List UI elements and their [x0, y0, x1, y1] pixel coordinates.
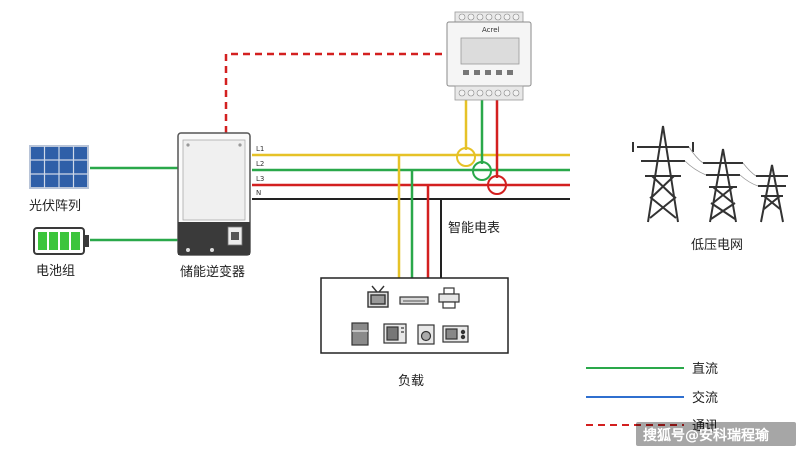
transmission-tower-icon: [632, 125, 788, 223]
bus-l3-label: L3: [256, 175, 264, 183]
legend-ac-label: 交流: [692, 390, 718, 406]
pv-label: 光伏阵列: [29, 199, 81, 214]
legend-dc-label: 直流: [692, 362, 718, 377]
meter-display: [460, 37, 520, 65]
microwave-icon: [383, 323, 407, 344]
smart-meter: Acrel: [446, 11, 532, 101]
oven-icon: [442, 325, 469, 343]
legend-comm-label: 通讯: [692, 419, 718, 434]
bus-n-label: N: [256, 189, 261, 197]
fridge-icon: [351, 322, 369, 346]
load-box: [320, 277, 509, 354]
meter-label: 智能电表: [448, 221, 500, 236]
pv-panel-icon: [29, 145, 89, 189]
ct-ring-l2: [472, 161, 492, 181]
watermark-bg: [636, 422, 796, 446]
tv-icon: [367, 285, 389, 308]
bus-l2-label: L2: [256, 160, 264, 168]
load-label: 负载: [398, 374, 424, 389]
watermark: 搜狐号@安科瑞程瑜: [643, 427, 770, 444]
air-conditioner-icon: [399, 296, 429, 305]
grid-label: 低压电网: [691, 238, 743, 253]
washer-icon: [417, 324, 435, 345]
ct-ring-l3: [487, 175, 507, 195]
meter-brand: Acrel: [482, 26, 500, 34]
bus-l1-label: L1: [256, 145, 264, 153]
printer-icon: [438, 287, 460, 309]
battery-label: 电池组: [36, 264, 75, 279]
inverter-icon: [177, 132, 251, 256]
inverter-label: 储能逆变器: [180, 264, 245, 280]
comm-line: [224, 52, 446, 133]
ct-ring-l1: [456, 147, 476, 167]
power-lines: [684, 146, 759, 187]
legend: 直流 交流 通讯: [586, 362, 718, 434]
battery-icon: [33, 227, 89, 255]
